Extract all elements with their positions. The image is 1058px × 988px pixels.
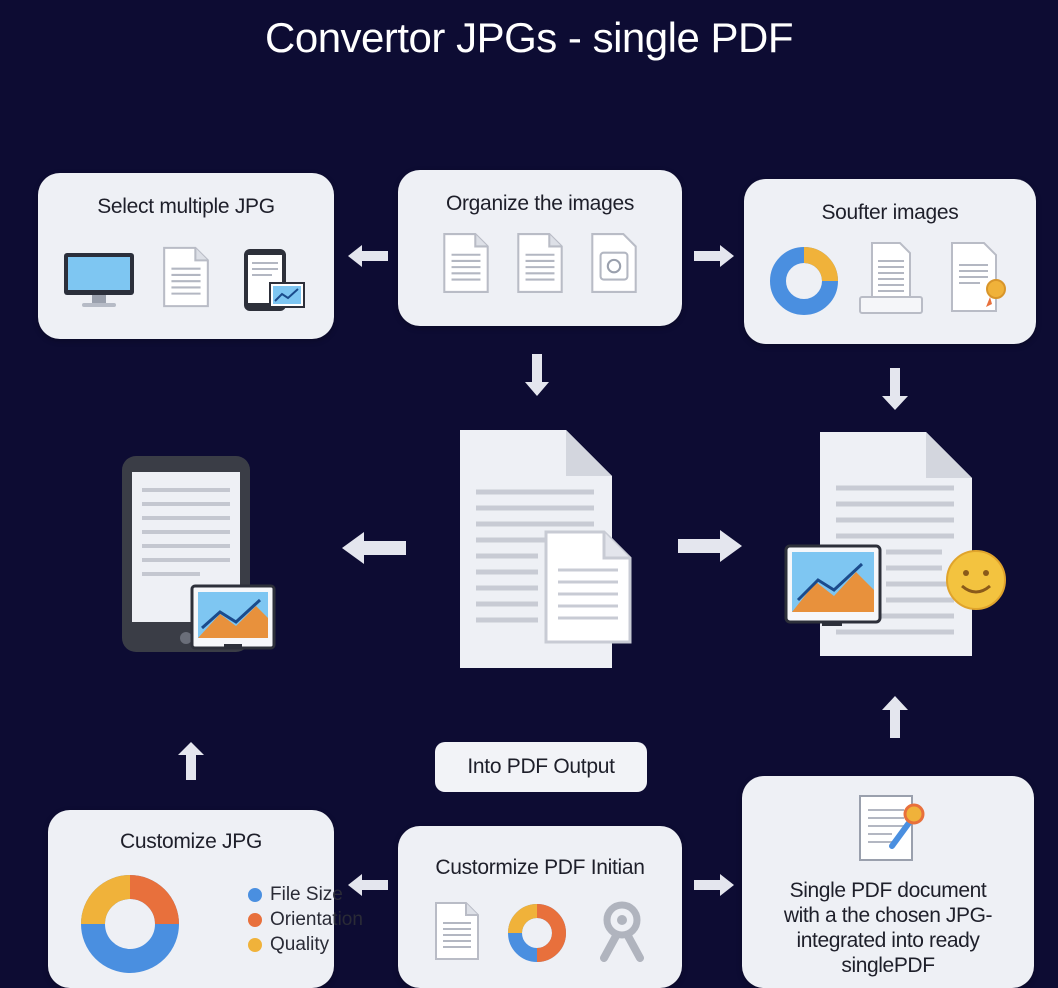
document-icon	[517, 233, 563, 293]
final-description: Single PDF document with a the chosen JP…	[742, 878, 1034, 978]
step-organize-title: Organize the images	[445, 192, 635, 215]
printer-document-icon	[859, 242, 923, 314]
step-customize-jpg-card[interactable]: Customize JPG File Size Orientation Qual…	[48, 810, 363, 988]
step-customize-pdf-title: Custormize PDF Initian	[435, 856, 645, 879]
step-customize-jpg-title: Customize JPG	[120, 830, 262, 853]
step-soufter-title: Soufter images	[821, 201, 959, 224]
tablet-chart-icon	[122, 456, 276, 652]
step-select-card[interactable]: Select multiple JPG	[38, 173, 334, 339]
legend-dot	[248, 912, 262, 927]
donut-chart-icon	[508, 904, 566, 962]
document-icon	[434, 901, 480, 961]
legend-dot	[248, 887, 262, 902]
legend-label: File Size	[270, 883, 343, 905]
page-title: Convertor JPGs - single PDF	[265, 14, 794, 61]
final-line: with a the chosen JPG-	[783, 904, 993, 927]
tablet-chart-icon	[244, 249, 305, 311]
legend-dot	[248, 937, 262, 952]
arrow-left-icon	[348, 245, 388, 267]
arrow-down-icon	[882, 368, 908, 410]
arrow-right-icon	[678, 530, 742, 562]
image-file-icon	[591, 233, 637, 293]
document-icon	[443, 233, 489, 293]
arrow-right-icon	[694, 245, 734, 267]
certificate-document-icon	[951, 242, 1006, 312]
donut-chart-icon	[81, 875, 179, 973]
final-pdf-document-icon	[784, 432, 1006, 656]
legend-item-file-size: File Size	[248, 882, 363, 907]
combined-pdf-document-icon	[460, 430, 632, 668]
document-icon	[162, 246, 210, 308]
final-line: integrated into ready	[796, 929, 980, 952]
legend-label: Orientation	[270, 908, 363, 930]
legend-item-quality: Quality	[248, 932, 363, 957]
legend: File Size Orientation Quality	[248, 882, 363, 957]
arrow-left-icon	[342, 532, 406, 564]
arrow-down-icon	[525, 354, 549, 396]
legend-item-orientation: Orientation	[248, 907, 363, 932]
final-line: Single PDF document	[789, 879, 987, 902]
final-line: singlePDF	[841, 954, 935, 977]
pen-document-icon	[859, 795, 925, 861]
arrow-up-icon	[882, 696, 908, 738]
output-label: Into PDF Output	[435, 742, 647, 792]
step-soufter-card[interactable]: Soufter images	[744, 179, 1036, 344]
arrow-up-icon	[178, 742, 204, 780]
gear-person-icon	[600, 901, 644, 962]
step-final-card[interactable]: Single PDF document with a the chosen JP…	[742, 776, 1034, 988]
step-select-title: Select multiple JPG	[97, 195, 275, 218]
arrow-left-icon	[348, 874, 388, 896]
legend-label: Quality	[270, 933, 330, 955]
donut-chart-icon	[770, 247, 838, 315]
step-organize-card[interactable]: Organize the images	[398, 170, 682, 326]
step-customize-pdf-card[interactable]: Custormize PDF Initian	[398, 826, 682, 988]
monitor-icon	[64, 253, 134, 307]
arrow-right-icon	[694, 874, 734, 896]
